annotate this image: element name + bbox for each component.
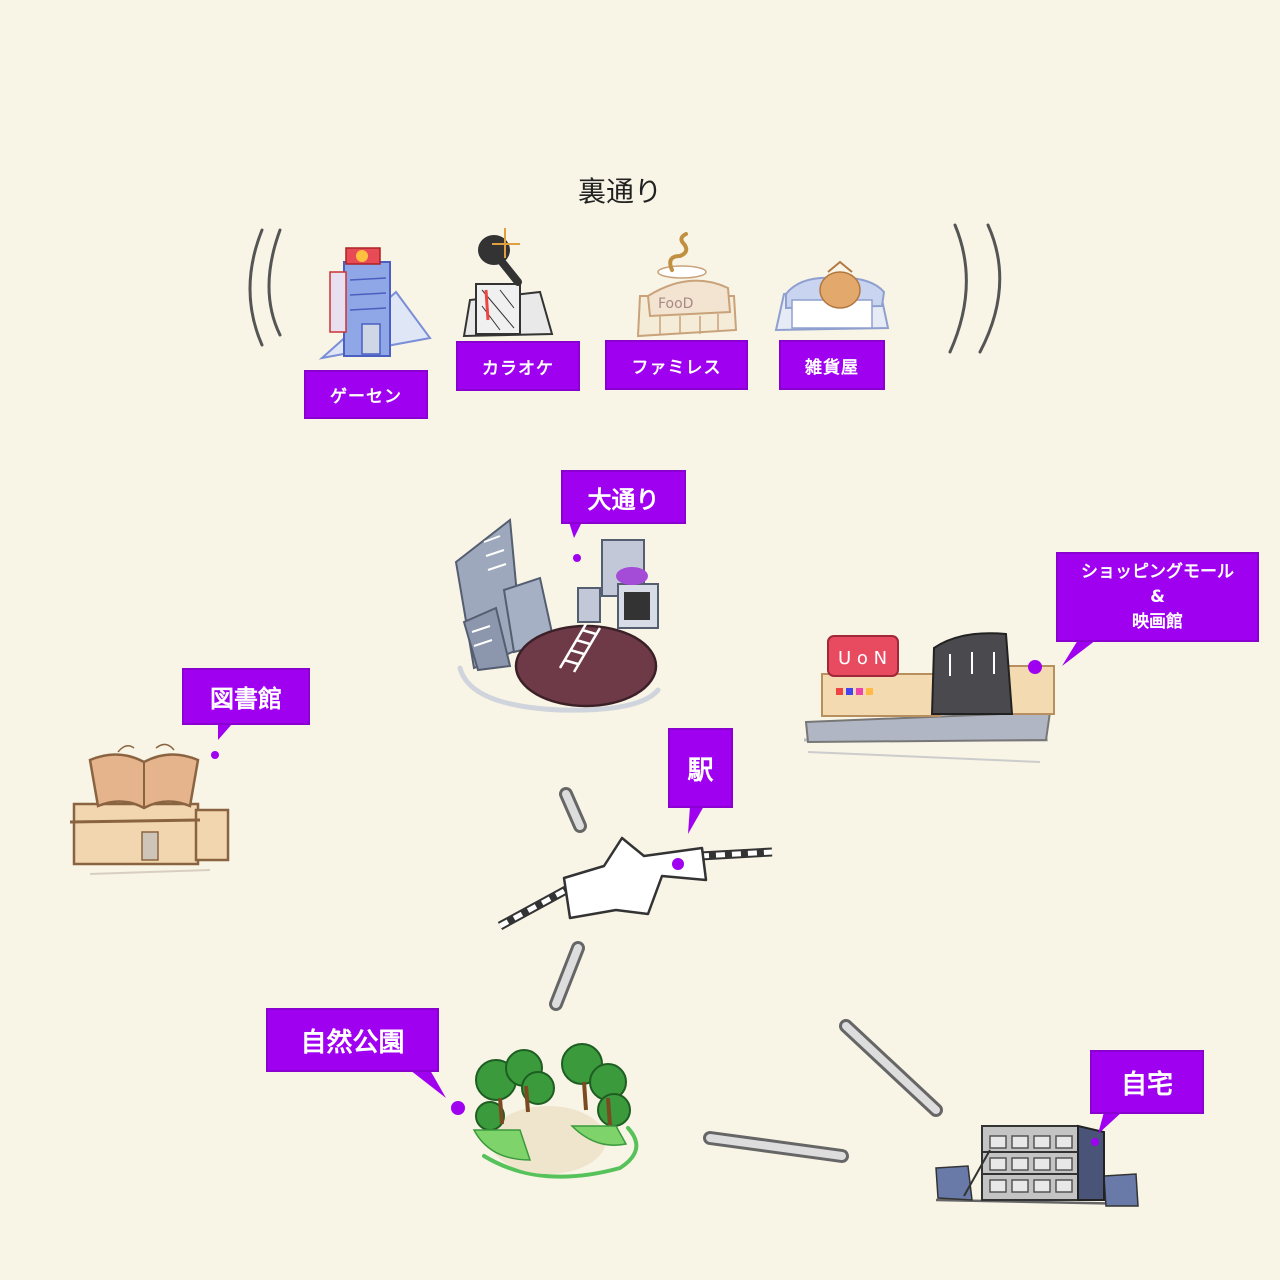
road-station-mainstreet xyxy=(559,787,587,833)
general-store-icon[interactable] xyxy=(774,260,890,332)
general-store-label: 雑貨屋 xyxy=(805,357,859,378)
home-tag[interactable]: 自宅 xyxy=(1090,1050,1204,1114)
road-station-home xyxy=(839,1019,943,1117)
family-restaurant-tag[interactable]: ファミレス xyxy=(605,340,748,390)
road-station-park xyxy=(549,941,585,1011)
shopping-mall-icon[interactable]: U o N xyxy=(804,632,1055,763)
railway-track xyxy=(497,847,773,930)
home-label: 自宅 xyxy=(1120,1069,1173,1100)
main-street-marker xyxy=(573,554,581,562)
back-street-title: 裏通り xyxy=(577,175,662,208)
svg-text:U o N: U o N xyxy=(838,648,887,669)
family-restaurant-icon[interactable]: FooD xyxy=(636,232,738,338)
main-street-tag[interactable]: 大通り xyxy=(561,470,686,524)
game-center-icon[interactable] xyxy=(318,247,432,360)
station-marker xyxy=(672,858,684,870)
apartment-icon[interactable] xyxy=(935,1124,1139,1207)
back-street-brackets xyxy=(248,223,1002,354)
park-label: 自然公園 xyxy=(300,1027,405,1058)
family-restaurant-label: ファミレス xyxy=(631,357,722,378)
svg-text:FooD: FooD xyxy=(658,296,693,312)
game-center-tag[interactable]: ゲーセン xyxy=(304,370,428,419)
karaoke-label: カラオケ xyxy=(482,358,554,379)
station-label: 駅 xyxy=(687,755,714,786)
main-street-label: 大通り xyxy=(587,485,660,514)
library-label: 図書館 xyxy=(210,685,282,713)
karaoke-icon[interactable] xyxy=(462,228,554,338)
library-icon[interactable] xyxy=(69,743,230,875)
mall-label-line-1: ショッピングモール xyxy=(1081,561,1234,582)
station-icon[interactable] xyxy=(562,836,708,920)
road-park-home xyxy=(703,1131,849,1163)
mall-label-line-3: 映画館 xyxy=(1132,611,1183,632)
mall-label-line-2: & xyxy=(1150,586,1165,607)
library-marker xyxy=(211,751,219,759)
library-tag[interactable]: 図書館 xyxy=(182,668,310,725)
mall-tag[interactable]: ショッピングモール & 映画館 xyxy=(1056,552,1259,642)
main-street-icon[interactable] xyxy=(454,518,661,713)
game-center-label: ゲーセン xyxy=(330,387,402,407)
park-tag[interactable]: 自然公園 xyxy=(266,1008,439,1072)
tag-pointers xyxy=(218,522,1122,1134)
location-markers xyxy=(211,554,1099,1146)
general-store-tag[interactable]: 雑貨屋 xyxy=(779,340,885,390)
home-marker xyxy=(1091,1138,1099,1146)
park-marker xyxy=(451,1101,465,1115)
karaoke-tag[interactable]: カラオケ xyxy=(456,341,580,391)
park-icon[interactable] xyxy=(472,1043,639,1179)
mall-marker xyxy=(1028,660,1042,674)
station-tag[interactable]: 駅 xyxy=(668,728,733,808)
